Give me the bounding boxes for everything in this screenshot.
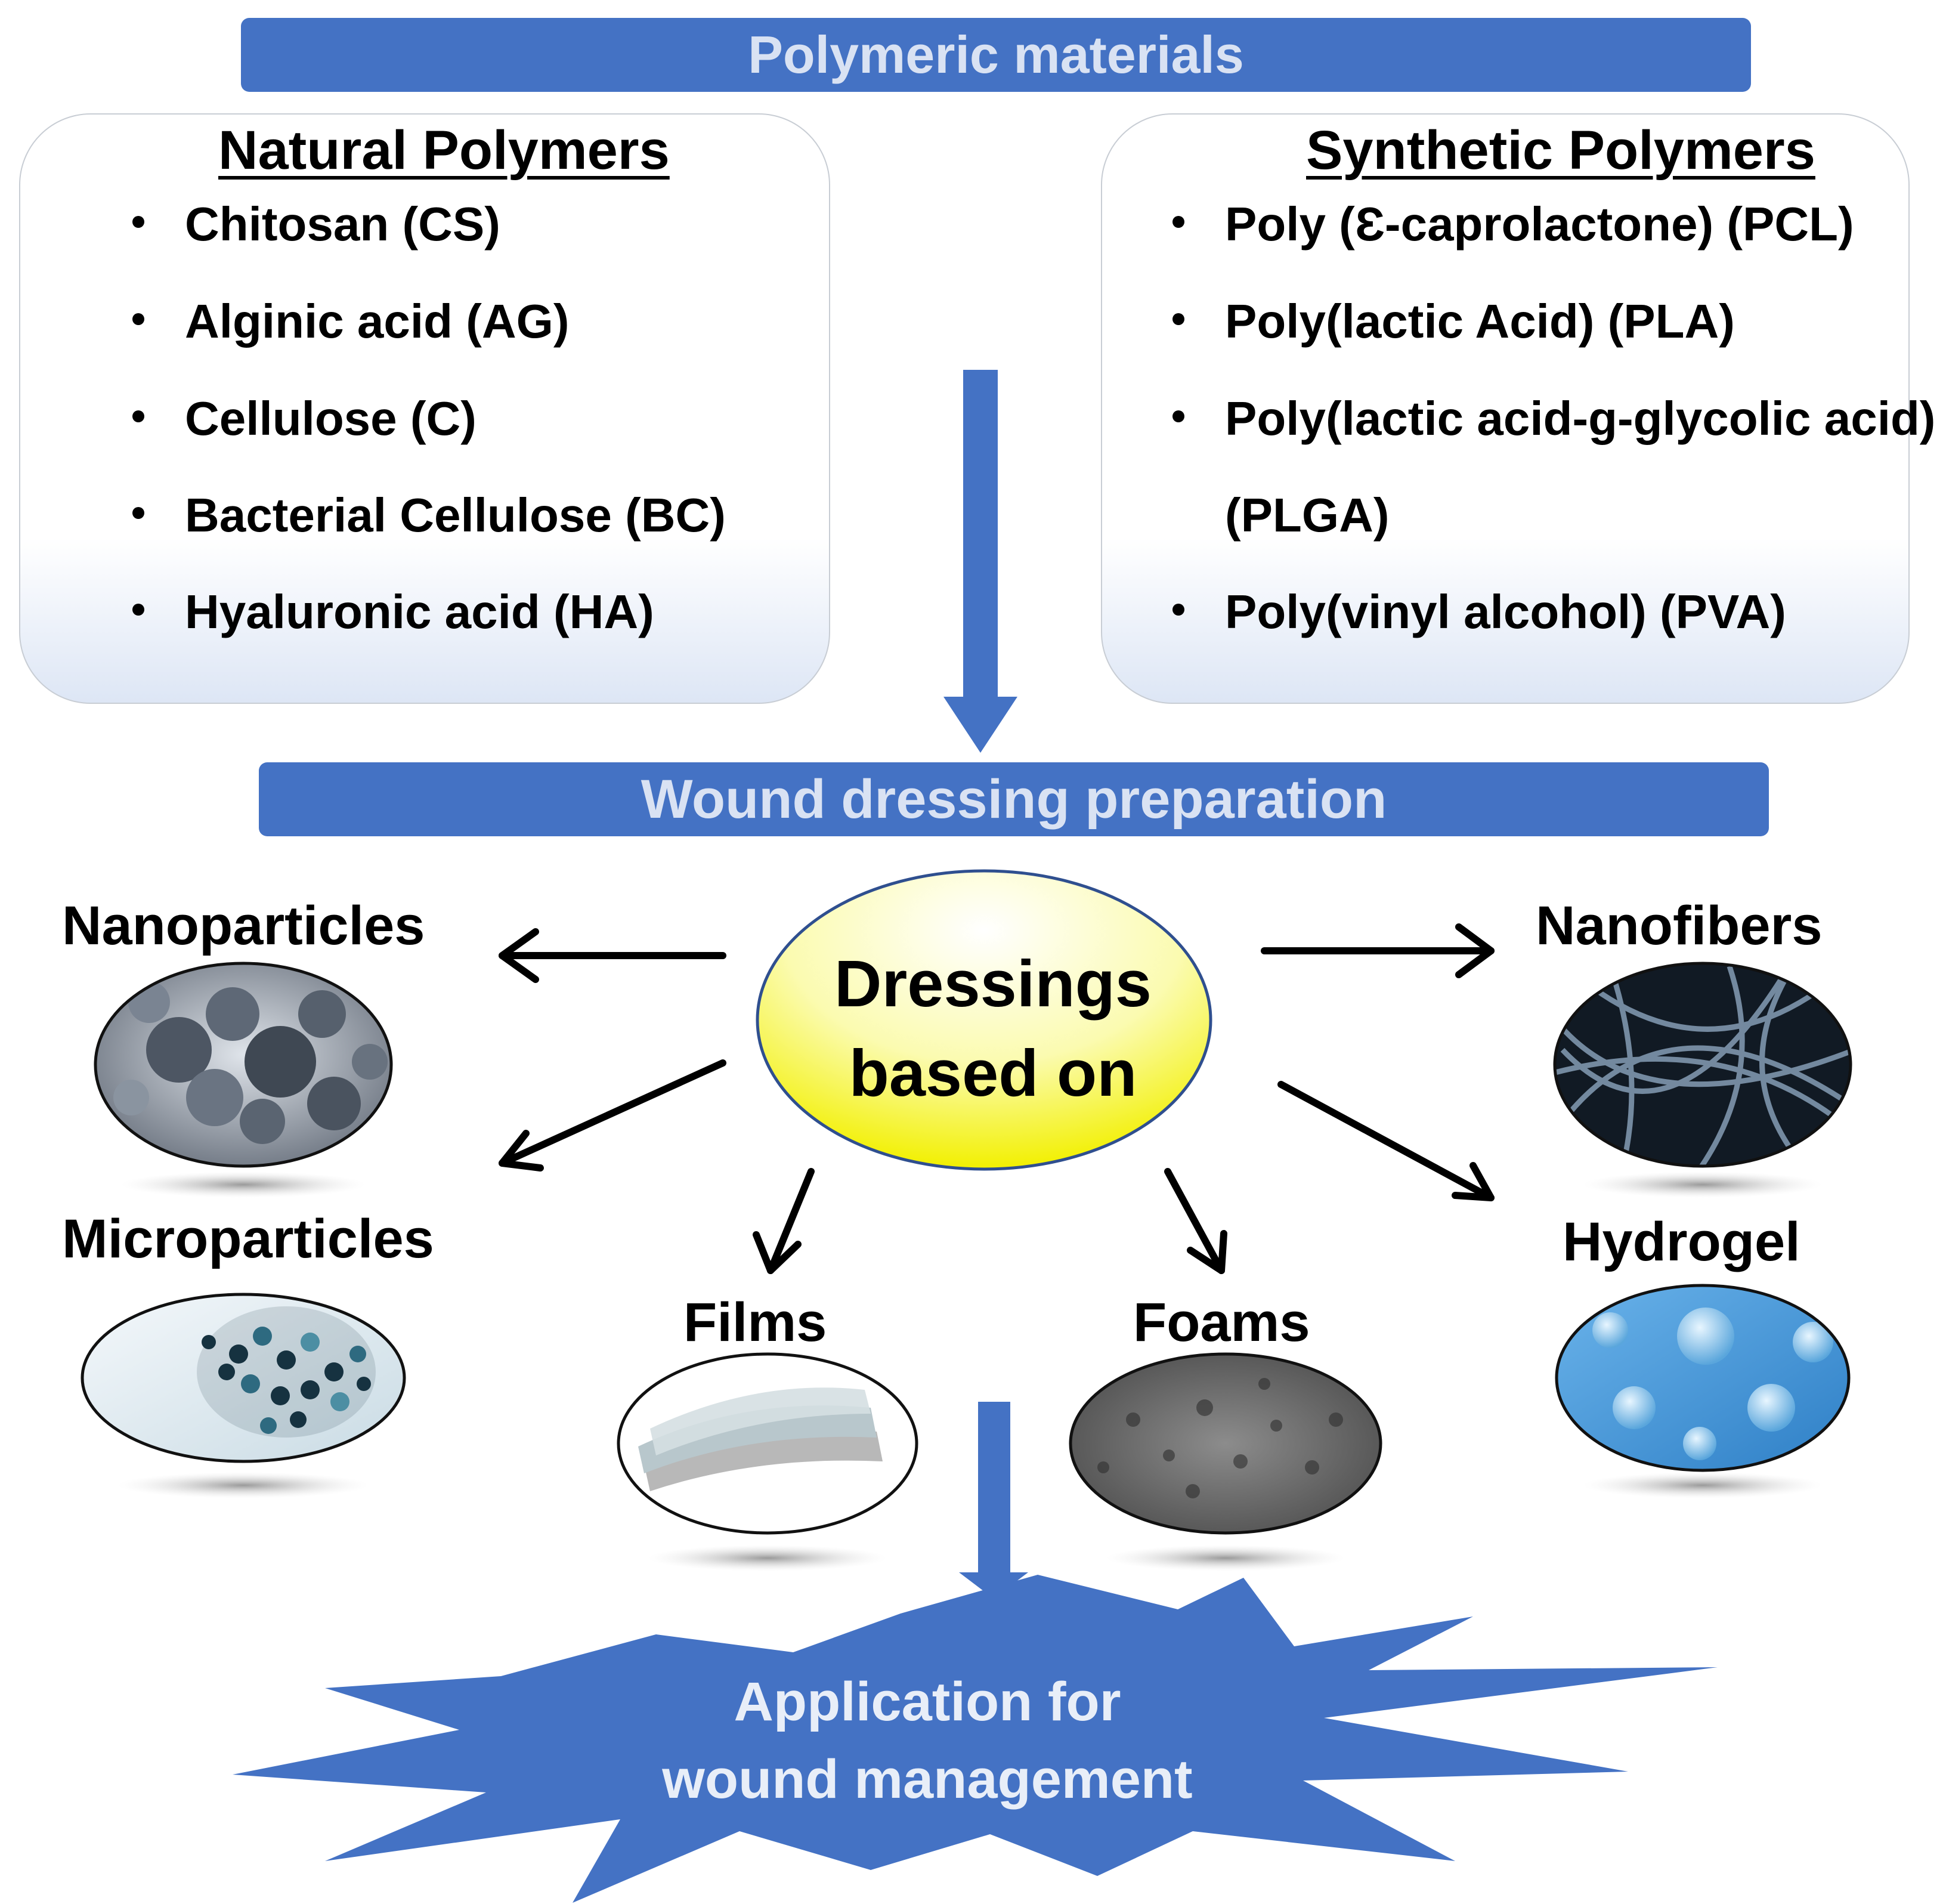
natural-polymers-title: Natural Polymers (218, 120, 670, 181)
wound-dressing-label: Wound dressing preparation (641, 768, 1387, 830)
arrow-to-nanoparticles (499, 928, 726, 983)
label-microparticles: Microparticles (62, 1208, 434, 1269)
shadow (121, 1172, 366, 1198)
label-nanofibers: Nanofibers (1536, 895, 1823, 956)
natural-item-hyaluronic-acid: Hyaluronic acid (HA) (132, 585, 654, 639)
microparticles-image (81, 1293, 406, 1463)
synthetic-item-pva: Poly(vinyl alcohol) (PVA) (1172, 585, 1786, 639)
natural-polymers-panel (19, 113, 830, 704)
shadow (118, 1472, 369, 1498)
label-nanoparticles: Nanoparticles (62, 895, 425, 956)
arrow-to-nanofibers (1261, 923, 1495, 978)
hydrogel-image (1555, 1284, 1851, 1472)
arrow-to-microparticles (499, 1059, 726, 1172)
application-burst (233, 1575, 1718, 1903)
label-films: Films (683, 1292, 827, 1353)
shadow (648, 1545, 887, 1571)
dressings-center-text: Dressings based on (784, 939, 1202, 1118)
application-text: Application for wound management (570, 1663, 1285, 1818)
synthetic-item-plga: Poly(lactic acid-g-glycolic acid) (1172, 391, 1935, 446)
foams-image (1069, 1352, 1382, 1535)
shadow (1106, 1545, 1345, 1571)
label-foams: Foams (1133, 1292, 1310, 1353)
arrow-to-films (753, 1168, 815, 1274)
center-line-1: Dressings (834, 947, 1152, 1021)
polymeric-materials-label: Polymeric materials (748, 25, 1244, 84)
application-line-2: wound management (662, 1749, 1193, 1810)
natural-item-chitosan: Chitosan (CS) (132, 197, 500, 252)
dressings-center-ellipse (756, 869, 1212, 1171)
polymeric-materials-header: Polymeric materials (241, 18, 1751, 92)
application-line-1: Application for (734, 1671, 1121, 1732)
arrow-to-foams (1164, 1168, 1227, 1274)
shadow (1583, 1172, 1822, 1198)
down-arrow-bottom (959, 1402, 1028, 1599)
natural-item-cellulose: Cellulose (C) (132, 391, 477, 446)
wound-dressing-bar (259, 762, 1769, 836)
label-hydrogel: Hydrogel (1563, 1211, 1800, 1272)
center-line-2: based on (849, 1037, 1137, 1110)
natural-item-alginic-acid: Alginic acid (AG) (132, 294, 570, 349)
shadow (1583, 1472, 1822, 1498)
films-image (617, 1352, 918, 1535)
natural-item-bacterial-cellulose: Bacterial Cellulose (BC) (132, 488, 726, 543)
wound-dressing-label-wrap: Wound dressing preparation (259, 762, 1769, 836)
synthetic-item-plga-abbrev: (PLGA) (1225, 489, 1390, 542)
arrow-to-hydrogel (1277, 1081, 1495, 1201)
synthetic-polymers-title: Synthetic Polymers (1306, 120, 1815, 181)
nanofibers-image (1553, 962, 1852, 1168)
nanoparticles-image (94, 962, 393, 1168)
synthetic-item-pla: Poly(lactic Acid) (PLA) (1172, 294, 1735, 349)
down-arrow-top (943, 370, 1017, 753)
synthetic-item-pcl: Poly (Ɛ-caprolactone) (PCL) (1172, 197, 1854, 252)
synthetic-polymers-panel (1101, 113, 1910, 704)
